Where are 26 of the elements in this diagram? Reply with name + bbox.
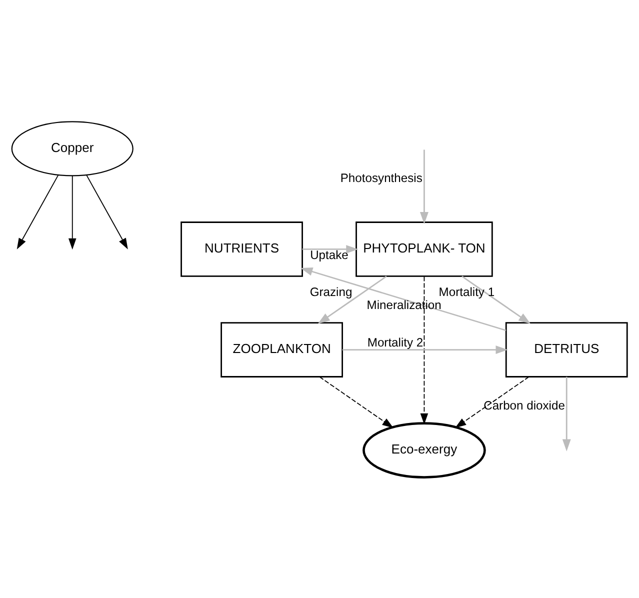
edge-label: Uptake [310,247,348,262]
arrow [462,275,531,324]
arrow [454,376,530,428]
arrow [562,376,571,451]
arrow [319,376,394,428]
arrow [302,244,358,253]
node-box: NUTRIENTS [180,221,303,276]
edge-label: Mineralization [366,298,442,312]
arrow [68,174,76,250]
arrow [300,266,506,331]
node-box: ZOOPLANKTON [220,322,343,377]
node-ellipse: Copper [11,120,134,176]
node-ellipse: Eco-exergy [362,422,486,478]
arrow [86,174,128,249]
edge-label: Mortality 2 [367,334,424,349]
arrow [420,276,428,424]
edge-label: Mortality 1 [438,284,495,299]
edge-label: Photosynthesis [340,170,422,185]
node-box: PHYTOPLANK- TON [356,221,493,276]
node-box: DETRITUS [505,322,628,377]
arrow [420,149,428,224]
edge-label: Grazing [310,284,352,299]
arrow [16,174,59,249]
edge-label: Carbon dioxide [484,398,565,412]
arrow [342,345,508,354]
arrow [318,275,387,324]
